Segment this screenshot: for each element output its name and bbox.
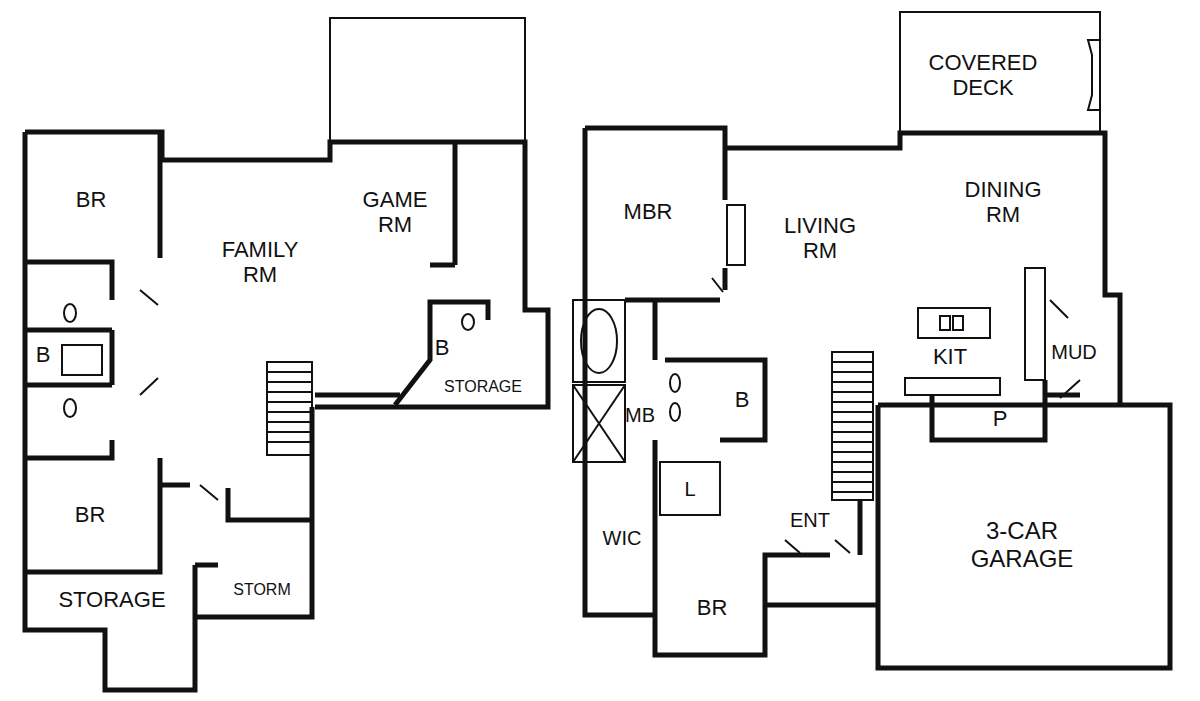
- room-label: KIT: [933, 344, 967, 369]
- sink: [953, 316, 963, 330]
- room-label: FAMILY RM: [210, 237, 310, 288]
- door-swing: [140, 278, 1080, 553]
- wall: [25, 262, 112, 458]
- covered-deck: [900, 12, 1100, 133]
- stair-treads: [832, 362, 873, 492]
- room-label: GAME RM: [355, 187, 435, 238]
- room-label: STORAGE: [58, 587, 165, 612]
- refrigerator: [1025, 268, 1045, 380]
- sink: [940, 316, 950, 330]
- wall: [315, 395, 400, 407]
- toilet: [462, 314, 474, 330]
- room-label: B: [735, 387, 750, 412]
- stair-treads: [267, 372, 312, 442]
- room-label: B: [36, 342, 51, 367]
- tub: [62, 345, 102, 375]
- fireplace: [727, 205, 745, 265]
- closet: [660, 462, 720, 515]
- sink: [64, 399, 76, 417]
- fireplace: [1088, 40, 1100, 110]
- room-label: BR: [75, 502, 106, 527]
- tub: [573, 300, 625, 382]
- room-label: MUD: [1051, 341, 1097, 364]
- room-label: L: [684, 478, 695, 501]
- walls: [25, 128, 1170, 690]
- lower-deck: [330, 18, 525, 142]
- wall: [25, 132, 218, 690]
- wall: [932, 380, 1080, 440]
- island: [918, 308, 990, 338]
- wall: [430, 142, 455, 265]
- wall: [25, 132, 548, 407]
- wall: [195, 407, 312, 617]
- room-label: MB: [625, 404, 655, 427]
- shower: [573, 385, 625, 462]
- tub: [581, 309, 617, 373]
- wall: [655, 300, 765, 440]
- fixtures: [62, 12, 1100, 553]
- room-label: DINING RM: [953, 177, 1053, 228]
- room-label: B: [435, 335, 450, 360]
- stairs: [267, 362, 312, 455]
- wall: [585, 128, 1120, 405]
- room-label: P: [993, 406, 1008, 431]
- room-label: COVERED DECK: [916, 50, 1051, 101]
- room-label: MBR: [624, 199, 673, 224]
- wall: [878, 405, 1170, 668]
- room-label: WIC: [603, 527, 642, 550]
- sink: [670, 374, 680, 392]
- room-label: ENT: [790, 509, 830, 532]
- room-label: STORAGE: [444, 378, 522, 396]
- room-label: BR: [76, 187, 107, 212]
- sink: [64, 304, 76, 322]
- room-label: LIVING RM: [773, 213, 868, 264]
- room-label: STORM: [233, 581, 290, 599]
- stairs: [832, 352, 873, 500]
- room-label: BR: [697, 595, 728, 620]
- sink: [670, 403, 680, 421]
- wall: [25, 132, 190, 572]
- room-label: 3-CAR GARAGE: [957, 517, 1087, 572]
- counter: [905, 378, 1000, 395]
- shower: [573, 385, 625, 462]
